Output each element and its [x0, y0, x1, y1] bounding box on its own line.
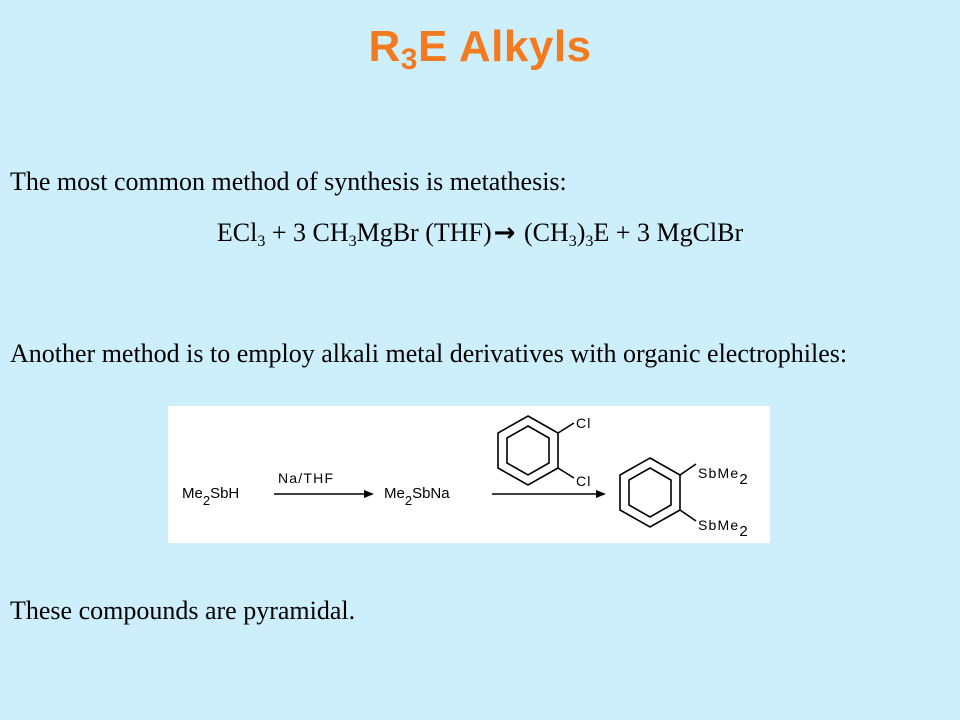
- method2-text: Another method is to employ alkali metal…: [10, 339, 848, 368]
- intermediate-label: Me2SbNa: [384, 485, 450, 508]
- dichlorobenzene-structure: [497, 415, 575, 486]
- reaction-scheme-svg: Me2SbH Na/THF Me2SbNa Cl Cl SbMe2 SbMe2: [182, 415, 749, 540]
- title-rest: E Alkyls: [417, 22, 592, 71]
- product-bottom-label: SbMe2: [698, 517, 749, 540]
- reactant-label: Me2SbH: [182, 485, 239, 508]
- eq-sub: 3: [257, 233, 266, 250]
- title-subscript: 3: [400, 43, 418, 76]
- arrow-1-head: [364, 490, 374, 498]
- reaction-arrow-icon: →: [493, 218, 516, 248]
- reaction-scheme: Me2SbH Na/THF Me2SbNa Cl Cl SbMe2 SbMe2: [168, 406, 770, 543]
- slide-title: R3E Alkyls: [0, 22, 960, 77]
- eq-part: ): [576, 218, 586, 247]
- eq-sub: 3: [568, 233, 577, 250]
- product-benzene-structure: [619, 457, 697, 528]
- title-main: R: [368, 22, 401, 71]
- reagent-label: Na/THF: [278, 470, 334, 486]
- eq-part: (CH: [517, 218, 569, 247]
- metathesis-equation: ECl3 + 3 CH3MgBr (THF)→ (CH3)3E + 3 MgCl…: [0, 218, 960, 250]
- eq-sub: 3: [348, 233, 357, 250]
- product-top-label: SbMe2: [698, 465, 749, 488]
- eq-sub: 3: [585, 233, 594, 250]
- eq-part: E + 3 MgClBr: [593, 218, 744, 247]
- conclusion-text: These compounds are pyramidal.: [10, 596, 356, 625]
- eq-part: ECl: [216, 218, 258, 247]
- eq-part: + 3 CH: [265, 218, 349, 247]
- intro-text: The most common method of synthesis is m…: [10, 167, 567, 196]
- cl-top-label: Cl: [576, 415, 592, 431]
- cl-bottom-label: Cl: [576, 473, 592, 489]
- eq-part: MgBr (THF): [356, 218, 492, 247]
- arrow-2-head: [596, 490, 606, 498]
